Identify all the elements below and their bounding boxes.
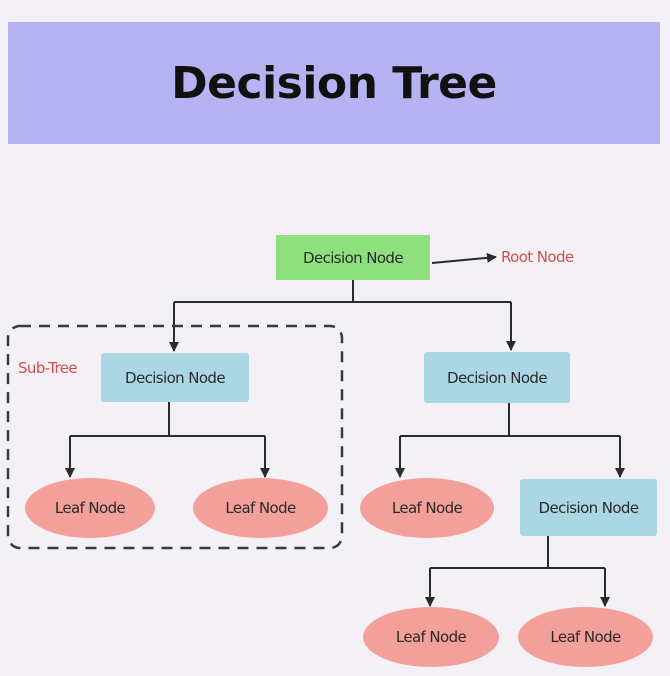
sub-tree-outline xyxy=(6,324,344,550)
right-sub-decision-node: Decision Node xyxy=(520,479,657,536)
leaf-node-2: Leaf Node xyxy=(193,478,328,538)
leaf-node-3: Leaf Node xyxy=(360,478,494,538)
root-node-label: Root Node xyxy=(501,248,574,266)
leaf-node-4: Leaf Node xyxy=(363,607,499,667)
root-decision-node: Decision Node xyxy=(276,235,430,280)
right-decision-node: Decision Node xyxy=(424,352,570,403)
arrow-to-root-label xyxy=(431,252,497,264)
title-banner: Decision Tree xyxy=(8,22,660,144)
leaf-node-5: Leaf Node xyxy=(518,607,653,667)
sub-tree-label: Sub-Tree xyxy=(18,359,78,377)
left-decision-node: Decision Node xyxy=(101,353,249,402)
diagram-title: Decision Tree xyxy=(171,57,497,109)
leaf-node-1: Leaf Node xyxy=(25,478,155,538)
